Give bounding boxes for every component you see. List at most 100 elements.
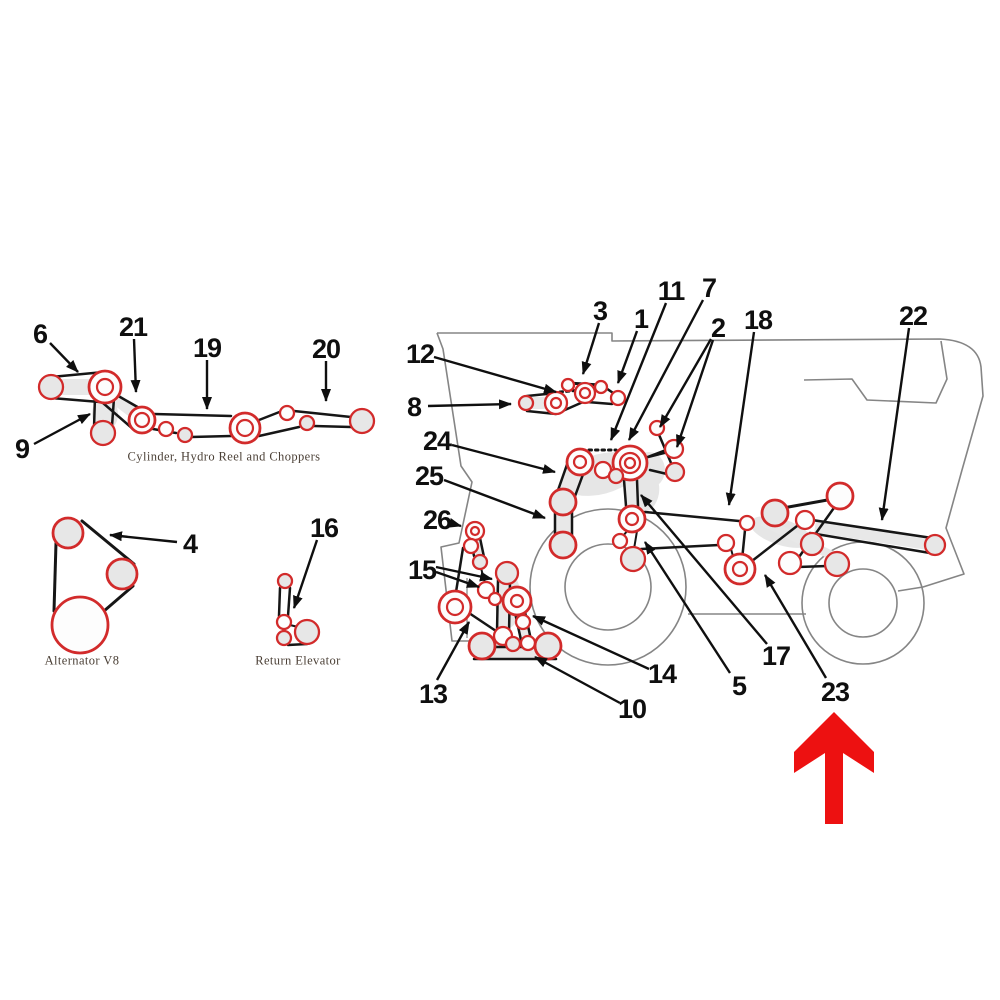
belt-line (277, 586, 282, 618)
pulley (617, 504, 647, 534)
pulley (464, 520, 486, 542)
combine-body-outline (436, 332, 984, 642)
wheel-outline (801, 541, 925, 665)
belt-line (781, 497, 835, 510)
leader-arrow-25 (443, 478, 546, 520)
pulley (543, 390, 569, 416)
pulley (504, 635, 522, 653)
highlight-arrow-part-23 (794, 712, 874, 824)
leader-arrow-5 (643, 541, 732, 674)
pulley (517, 394, 535, 412)
belt-band (814, 521, 932, 551)
wheel-outline (564, 543, 652, 631)
belt-line (80, 519, 136, 566)
part-number-16: 16 (310, 513, 339, 543)
belt-line (643, 448, 668, 460)
pulley (663, 438, 685, 460)
part-number-6: 6 (33, 319, 48, 349)
belt-line (257, 409, 284, 422)
pulley (471, 553, 489, 571)
belt-line (480, 567, 486, 584)
pulley (519, 634, 537, 652)
pulley-inner-ring (572, 454, 588, 470)
pulley (609, 389, 627, 407)
leader-arrow-9 (33, 412, 91, 446)
leader-arrow-24 (451, 443, 556, 474)
pulley (87, 369, 123, 405)
leader-arrow-15 (435, 570, 480, 589)
pulley (923, 533, 947, 557)
leader-arrow-13 (435, 621, 471, 681)
pulley (275, 613, 293, 631)
belt-line (454, 546, 465, 594)
part-number-11: 11 (658, 276, 686, 306)
pulley (573, 381, 597, 405)
pulley-inner-ring (133, 411, 151, 429)
pulley (293, 618, 321, 646)
pulley (437, 589, 473, 625)
leader-arrow-23 (763, 574, 828, 679)
pulley (276, 572, 294, 590)
pulley (823, 550, 851, 578)
pulley (157, 420, 175, 438)
pulley (105, 557, 139, 591)
pulley (593, 379, 609, 395)
part-number-26: 26 (423, 505, 452, 535)
pulley (348, 407, 376, 435)
pulley (51, 516, 85, 550)
part-number-13: 13 (419, 679, 448, 709)
pulley-inner-ring (95, 377, 115, 397)
pulley (298, 414, 316, 432)
belt-line (810, 518, 934, 540)
pulley (760, 498, 790, 528)
pulley-inner-ring (235, 418, 255, 438)
pulley (723, 552, 757, 586)
pulley-inner-ring (731, 560, 749, 578)
belt-line (808, 531, 932, 555)
pulley-inner-ring (618, 451, 642, 475)
leader-arrow-2 (658, 338, 713, 428)
pulley (127, 405, 157, 435)
pulleys-group (37, 369, 947, 661)
part-number-2: 2 (711, 313, 725, 343)
leader-arrow-14 (532, 614, 650, 671)
pulley (623, 456, 637, 470)
leader-arrow-21 (130, 338, 141, 393)
pulley (799, 531, 825, 557)
belt-line (750, 524, 799, 563)
leader-arrow-10 (534, 655, 621, 705)
pulley-inner-ring (469, 525, 481, 537)
part-number-15: 15 (408, 555, 437, 585)
part-number-23: 23 (821, 677, 850, 707)
part-number-25: 25 (415, 461, 444, 491)
pulley (89, 419, 117, 447)
pulley (664, 461, 686, 483)
leader-arrow-6 (49, 342, 79, 373)
pulley (607, 467, 625, 485)
pulley (565, 447, 595, 477)
belt-line (152, 412, 233, 418)
caption-return-elevator: Return Elevator (255, 653, 341, 668)
part-number-18: 18 (744, 305, 773, 335)
part-number-10: 10 (618, 694, 646, 724)
part-number-14: 14 (648, 659, 677, 689)
belt-line (92, 394, 97, 430)
pulley (275, 629, 293, 647)
belt-line (102, 584, 135, 613)
belt-line (643, 510, 741, 523)
pulley (533, 631, 563, 661)
belt-line (639, 543, 721, 551)
pulley (825, 481, 855, 511)
belt-line (467, 611, 498, 633)
caption-alternator-v8: Alternator V8 (44, 653, 120, 668)
belt-line (796, 564, 829, 569)
leader-arrow-16 (292, 539, 319, 609)
belt-line (257, 425, 301, 438)
pulley-inner-ring (549, 396, 563, 410)
belt-line (585, 400, 614, 406)
leader-arrow-4 (109, 531, 178, 544)
belt-line (622, 478, 628, 508)
combine-outline (436, 332, 984, 666)
